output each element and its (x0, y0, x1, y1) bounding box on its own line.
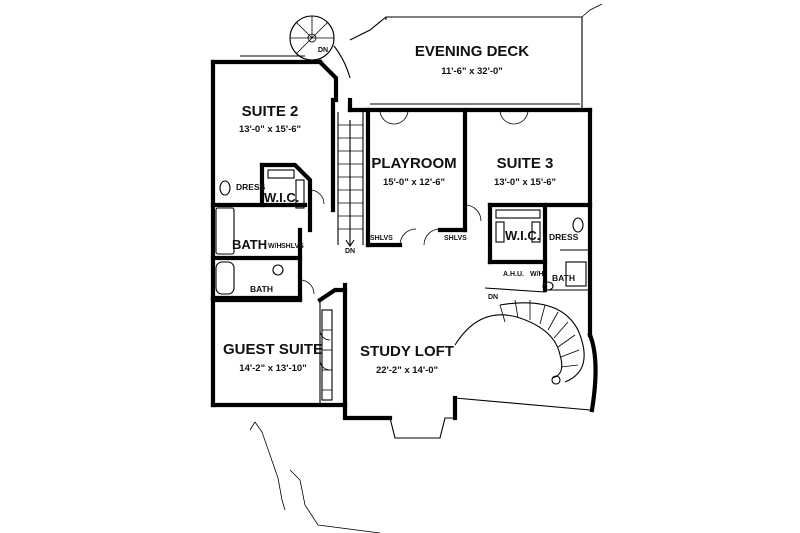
interior-walls (210, 97, 593, 408)
playroom-dims: 15'-0" x 12'-6" (383, 177, 445, 188)
wic-label-left: W.I.C. (264, 190, 299, 205)
door-swings (299, 109, 529, 371)
bath-label-lower: BATH (250, 284, 273, 294)
dn-label-right: DN (488, 294, 498, 301)
suite-2-name: SUITE 2 (242, 103, 299, 120)
shlvs-label-b: SHLVS (444, 235, 467, 242)
bath-label-right: BATH (552, 273, 575, 283)
evening-deck-outline (349, 3, 603, 110)
entry-walk (249, 421, 381, 533)
shlvs-label-a: SHLVS (370, 235, 393, 242)
study-loft-dims: 22'-2" x 14'-0" (376, 365, 438, 376)
room-labels: EVENING DECK 11'-6" x 32'-0" SUITE 2 13'… (223, 43, 556, 376)
evening-deck-name: EVENING DECK (415, 43, 529, 60)
bath-fixtures (215, 180, 587, 295)
curved-stair (454, 287, 591, 411)
dress-label-right: DRESS (549, 232, 579, 242)
dn-label-top: DN (318, 47, 328, 54)
closet-shelves (267, 169, 541, 401)
shlvs-label-left: SHLVS (281, 243, 304, 250)
wic-label-right: W.I.C. (505, 228, 540, 243)
evening-deck-dims: 11'-6" x 32'-0" (441, 66, 503, 77)
suite-3-name: SUITE 3 (497, 155, 554, 172)
suite-2-dims: 13'-0" x 15'-6" (239, 124, 301, 135)
ahu-label: A.H.U. (503, 271, 524, 278)
study-loft-name: STUDY LOFT (360, 343, 454, 360)
guest-suite-dims: 14'-2" x 13'-10" (239, 363, 306, 374)
dn-label-stair: DN (345, 248, 355, 255)
fixture-labels: DRESS W.I.C. BATH W/H SHLVS BATH SHLVS S… (232, 47, 579, 301)
exterior-walls (210, 55, 598, 439)
guest-suite-name: GUEST SUITE (223, 341, 323, 358)
wh-label: W/H (268, 243, 282, 250)
dress-label-left: DRESS (236, 182, 266, 192)
wh-label-right: W/H (530, 271, 544, 278)
straight-stair-treads (338, 120, 363, 247)
bath-label-upper: BATH (232, 237, 267, 252)
playroom-name: PLAYROOM (371, 155, 456, 172)
suite-3-dims: 13'-0" x 15'-6" (494, 177, 556, 188)
